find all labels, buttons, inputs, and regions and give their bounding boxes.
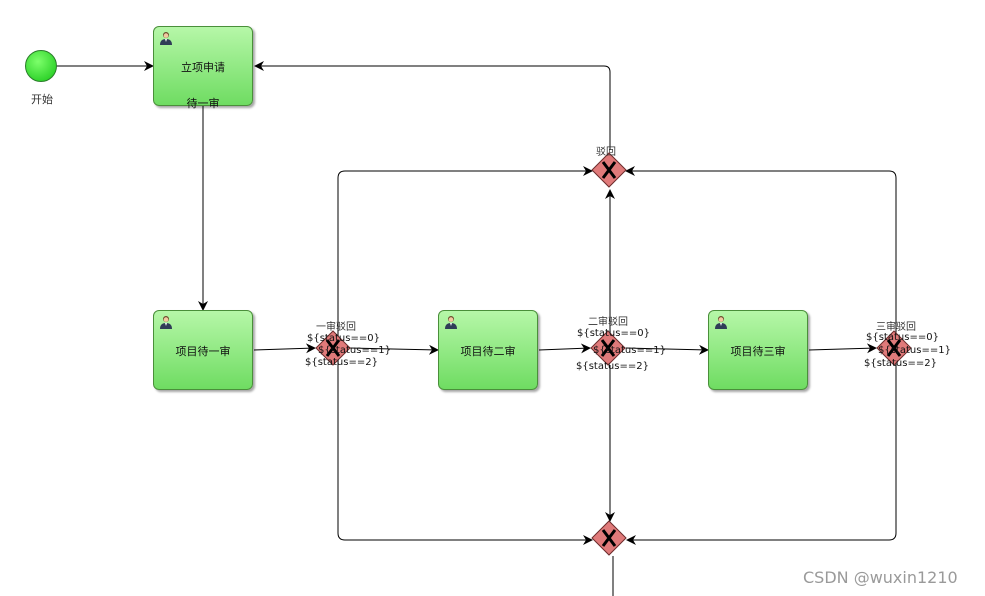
gateway-reject-label: 驳回	[596, 147, 616, 158]
gateway-review1[interactable]	[315, 330, 351, 366]
flow-review2-to-g2	[538, 343, 591, 354]
task-review3[interactable]: 项目待三审	[708, 310, 808, 390]
flow-reject-to-apply	[254, 61, 611, 150]
condition-label: ${status==0}	[577, 328, 650, 339]
task-label: 项目待三审	[730, 345, 786, 358]
flow-review1-to-g1	[253, 343, 316, 354]
task-label: 项目待二审	[460, 345, 516, 358]
flow-g2-to-review3	[625, 344, 709, 355]
condition-label: ${status==0}	[866, 332, 939, 343]
condition-label: ${status==0}	[307, 333, 380, 344]
condition-label: ${status==2}	[576, 361, 649, 372]
flow-g3-to-bottom	[626, 348, 897, 545]
condition-label: ${status==2}	[305, 357, 378, 368]
user-icon	[160, 316, 172, 329]
gateway-review2[interactable]	[590, 330, 626, 366]
task-label: 项目待一审	[175, 345, 231, 358]
user-icon	[445, 316, 457, 329]
task-sublabel: 待一审	[186, 97, 220, 110]
gateway-review2-label: 二审驳回	[588, 317, 628, 328]
flow-g3-to-reject	[625, 166, 897, 348]
watermark-text: CSDN @wuxin1210	[803, 568, 958, 587]
task-review2[interactable]: 项目待二审	[438, 310, 538, 390]
task-label: 立项申请	[181, 61, 225, 74]
flow-g1-to-reject	[337, 166, 593, 348]
start-event[interactable]	[25, 50, 57, 82]
flow-review3-to-g3	[808, 343, 877, 354]
gateway-bottom[interactable]	[591, 520, 627, 556]
user-icon	[160, 32, 172, 45]
start-label: 开始	[31, 93, 53, 106]
user-icon	[715, 316, 727, 329]
condition-label: ${status==2}	[864, 358, 937, 369]
condition-label: ${status==1}	[878, 345, 951, 356]
task-apply[interactable]: 立项申请 待一审	[153, 26, 253, 110]
condition-label: ${status==1}	[593, 345, 666, 356]
gateway-review3[interactable]	[876, 330, 912, 366]
gateway-review1-label: 一审驳回	[316, 322, 356, 333]
gateway-review3-label: 三审驳回	[876, 322, 916, 333]
flow-g1-to-bottom	[337, 348, 593, 545]
condition-label: ${status==1}	[318, 345, 391, 356]
gateway-reject[interactable]	[591, 152, 627, 188]
task-review1[interactable]: 项目待一审	[153, 310, 253, 390]
flow-g1-to-review2	[349, 344, 439, 355]
